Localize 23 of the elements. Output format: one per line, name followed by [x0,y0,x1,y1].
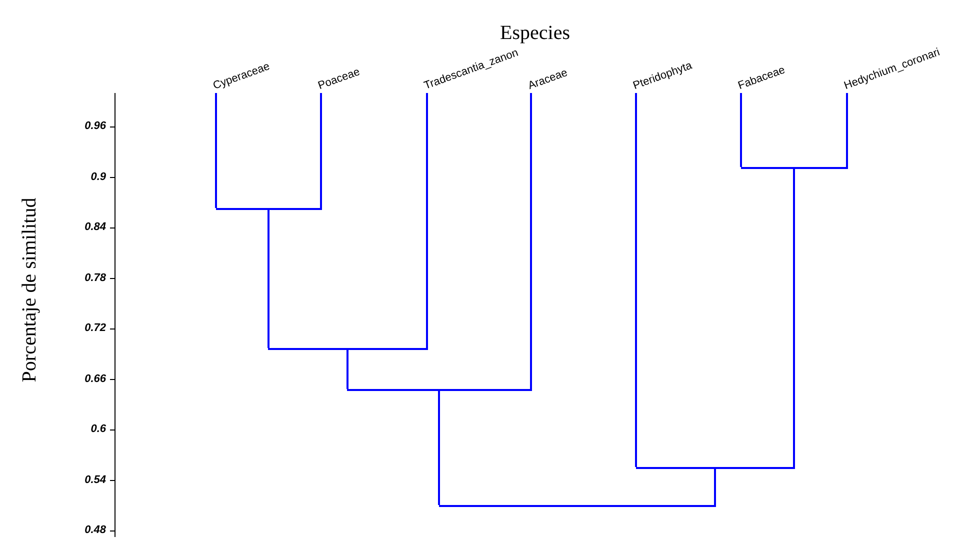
branch-line [438,391,440,505]
branch-line [426,93,428,348]
branch-line [320,93,322,208]
chart-title: Especies [500,22,570,45]
tick-label: 0.48 [84,524,106,536]
tick-label: 0.6 [90,423,106,435]
branch-line [530,93,532,389]
branch-line [346,350,348,389]
branch-line [635,93,637,467]
axis-title: Porcentaje de similitud [18,198,42,382]
tick-label: 0.54 [84,474,106,486]
tick-label: 0.72 [84,322,106,334]
branch-line [268,210,270,348]
branch-line [740,93,742,167]
tick-label: 0.96 [84,120,106,132]
branch-line [714,469,716,505]
branch-line [215,93,217,208]
branch-line [793,169,795,467]
tick-label: 0.66 [84,372,106,384]
branch-line [846,93,848,167]
tick-label: 0.78 [84,272,106,284]
tick-label: 0.84 [84,221,106,233]
tick-label: 0.9 [90,170,106,182]
